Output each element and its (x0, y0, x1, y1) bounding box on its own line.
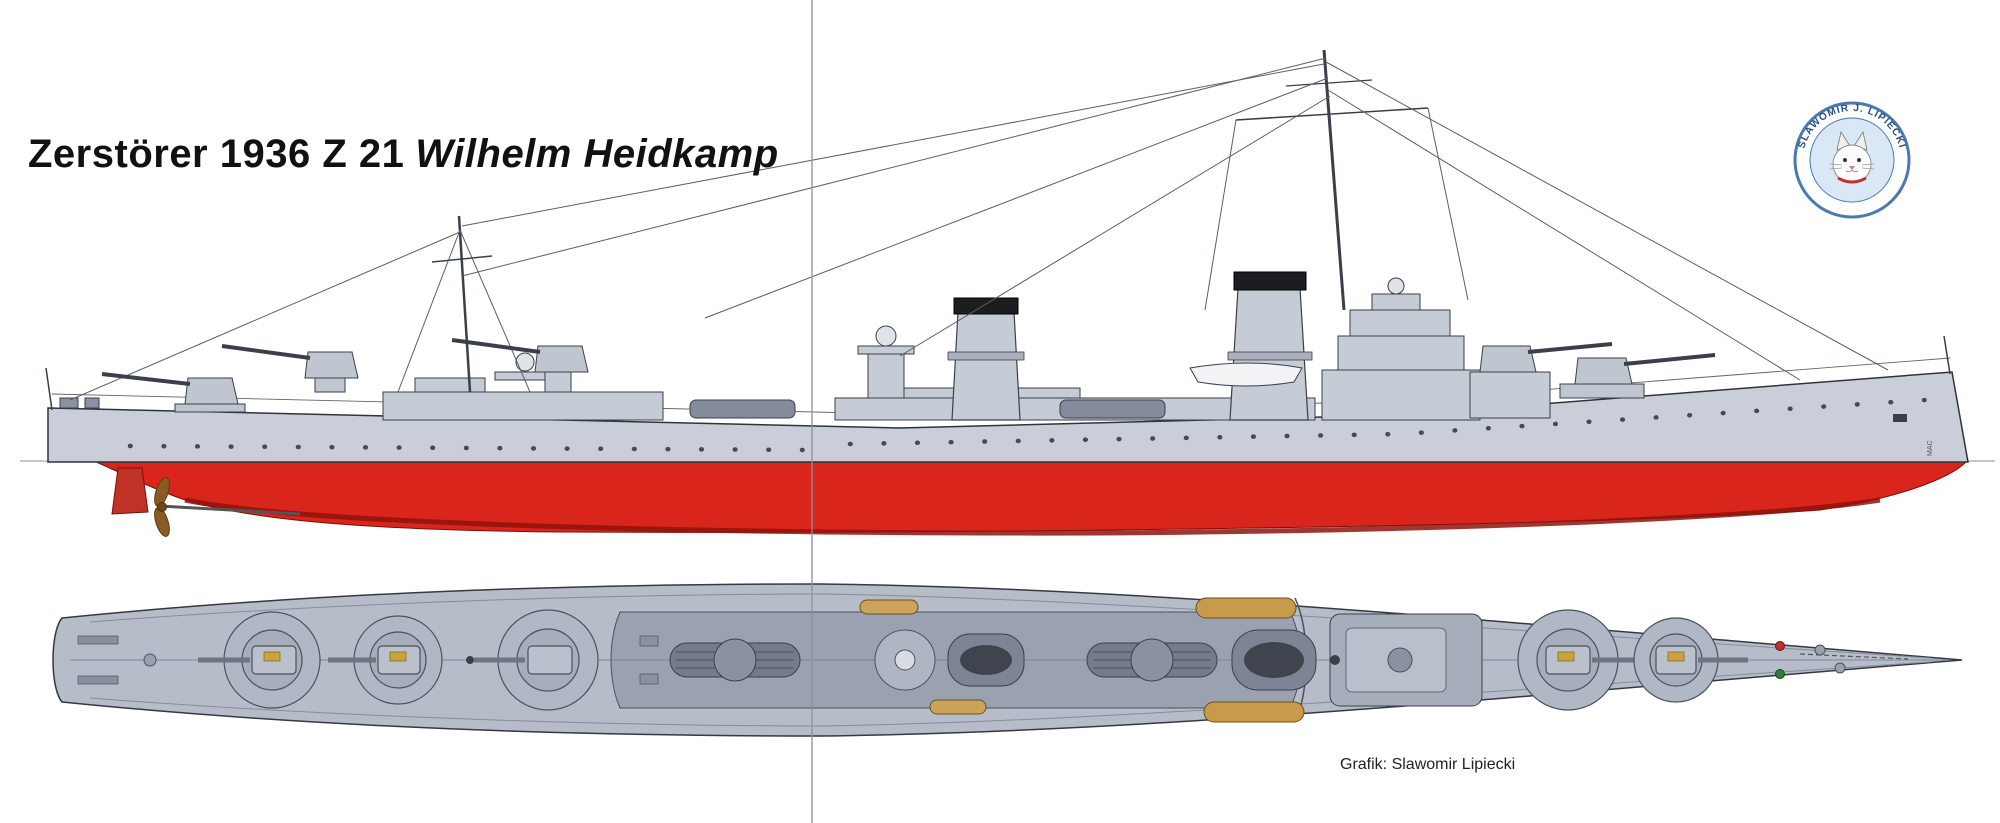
plan-torpedo-mount-aft (669, 638, 801, 682)
torpedo-mount-forward (1059, 399, 1166, 419)
plan-boats (859, 597, 1305, 723)
plan-forward-funnel (1231, 629, 1317, 691)
plan-aft-gun-platforms (198, 609, 599, 711)
forward-guns (1479, 342, 1716, 399)
plan-aft-funnel (947, 633, 1025, 687)
plan-searchlight-platform (874, 629, 936, 691)
anchor (1893, 414, 1907, 422)
plan-bridge (1329, 613, 1483, 707)
searchlight-mid (875, 325, 897, 347)
searchlight-aft (515, 352, 535, 372)
plan-torpedo-mount-forward (1086, 638, 1218, 682)
torpedo-mount-aft (689, 399, 796, 419)
starboard-light (1775, 669, 1785, 679)
hull-underwater (95, 461, 1968, 533)
propeller-shaft (159, 504, 301, 516)
aft-funnel-cap (953, 297, 1019, 315)
keel-shadow (184, 497, 1881, 536)
ship-name-label: Wilhelm Heidkamp (415, 132, 779, 176)
aft-guns (101, 338, 589, 413)
aft-funnel (947, 297, 1025, 421)
bridge-structure (1321, 277, 1551, 421)
ship-class-label: Zerstörer 1936 Z 21 (28, 132, 405, 176)
propeller (154, 477, 170, 537)
ships-boat (1189, 362, 1303, 387)
jack-staff (1943, 335, 1951, 375)
stern-staff (45, 367, 53, 411)
plan-deck-fittings (77, 635, 1909, 685)
forward-funnel (1227, 271, 1313, 421)
aft-superstructure (59, 352, 664, 421)
masts-and-rigging (69, 49, 1889, 401)
rudder (111, 467, 149, 515)
bow-fittings (45, 335, 1951, 422)
plan-forward-gun-platforms (1517, 609, 1748, 711)
forward-funnel-cap (1233, 271, 1307, 291)
credit-text: Grafik: Slawomir Lipiecki (1340, 756, 1516, 773)
rangefinder (1387, 277, 1405, 295)
hull-mark: MAC (1927, 440, 1934, 456)
artist-logo: SLAWOMIR J. LIPIECKI (1793, 101, 1911, 219)
port-light (1775, 641, 1785, 651)
side-profile-view: MAC (20, 49, 1995, 537)
plan-view (52, 583, 1963, 737)
cat-icon (1829, 130, 1875, 184)
